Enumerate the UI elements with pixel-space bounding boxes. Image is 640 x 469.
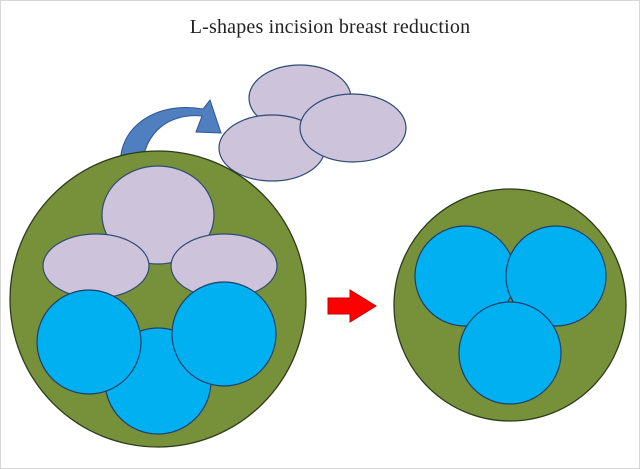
retained-tissue-right xyxy=(171,281,277,387)
breast-after xyxy=(393,188,627,422)
curved-arrow-icon xyxy=(120,98,222,191)
breast-before xyxy=(9,150,307,448)
retained-tissue-after-right xyxy=(505,225,607,327)
diagram-title: L-shapes incision breast reduction xyxy=(189,16,471,38)
removed-tissue-group xyxy=(218,64,407,182)
removed-tissue-lobe-right xyxy=(299,93,407,163)
removed-tissue-central xyxy=(101,165,215,265)
removed-tissue-lower-left xyxy=(42,233,150,299)
right-arrow-icon xyxy=(327,289,377,323)
retained-tissue-after-bottom xyxy=(458,301,562,405)
retained-tissue-left xyxy=(36,289,142,395)
